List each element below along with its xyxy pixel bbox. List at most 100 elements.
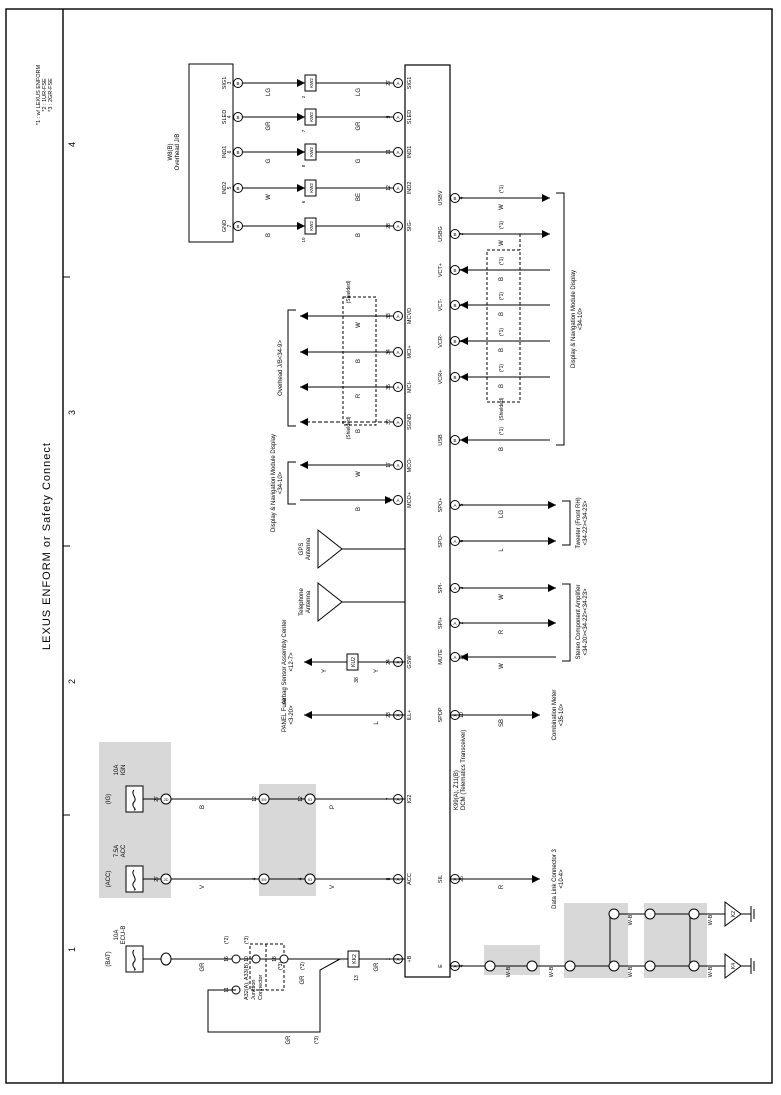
svg-text:V: V [330, 885, 336, 889]
overhead-jb-box [188, 63, 234, 243]
arrow-icon [460, 436, 468, 444]
pin-label: 38 [354, 677, 360, 683]
svg-text:27: 27 [154, 876, 160, 882]
svg-text:(IG): (IG) [106, 794, 112, 804]
wire-color: G [356, 158, 362, 163]
ground-icon [724, 953, 742, 979]
overhead-jb-code: W8(B) [168, 144, 174, 161]
panel-fuse-ref: PANEL Fuse [282, 697, 288, 732]
pin-conn-letter: A [396, 81, 399, 86]
wire-color: BE [356, 193, 362, 201]
wire-color: W [499, 204, 505, 210]
svg-text:P: P [330, 805, 336, 809]
arrow-icon [297, 222, 305, 230]
arrow-icon [300, 312, 308, 320]
pin-conn-letter: B [236, 115, 239, 120]
svg-text:K4: K4 [731, 963, 737, 969]
pin-conn-letter: A [396, 314, 399, 319]
gps-antenna-label: Antenna [306, 537, 312, 560]
overhead-jb-name: Overhead J/B [175, 134, 181, 171]
shield-box [342, 296, 377, 426]
note-1: *1 : w/ LEXUS ENFORM [36, 64, 42, 125]
dcm-name: DCM (Telematics Transceiver) [461, 730, 467, 810]
pin-conn-letter: A [396, 186, 399, 191]
pin-name: SIL [438, 875, 444, 883]
svg-text:GR: GR [374, 962, 380, 972]
fuse-acc: (ACC) 7.5A ACC [106, 844, 144, 893]
wire-color: GR [356, 121, 362, 131]
wire-color: R [499, 629, 505, 634]
svg-text:W-B: W-B [628, 914, 634, 925]
svg-text:(*3): (*3) [314, 1036, 320, 1044]
pin-number: 4 [227, 115, 233, 118]
arrow-icon [304, 711, 312, 719]
pin-name: SGND [407, 414, 413, 430]
svg-text:B: B [200, 805, 206, 809]
wire-color: W [266, 194, 272, 200]
svg-text:(*2): (*2) [224, 936, 230, 944]
svg-text:2C: 2C [163, 877, 168, 882]
svg-text:10A: 10A [114, 765, 120, 776]
dcm-left-pin [393, 221, 403, 231]
pin-name: IG2 [407, 795, 413, 804]
splice-pin: 10 [301, 237, 306, 243]
svg-text:18: 18 [272, 956, 278, 962]
pin-conn-letter: B [236, 224, 239, 229]
pin-conn-letter: B [236, 186, 239, 191]
arrow-icon [460, 337, 468, 345]
section-number: 2 [67, 679, 77, 684]
wire-color: W [499, 240, 505, 246]
svg-text:ACC: ACC [121, 844, 127, 857]
dcm-right-pin [450, 536, 460, 546]
svg-text:<10-4>: <10-4> [559, 869, 565, 889]
svg-text:10: 10 [244, 956, 250, 962]
dcm-left-pin [393, 183, 403, 193]
fuse-icon [132, 869, 136, 891]
wire-color: G [266, 158, 272, 163]
pin-conn-letter: A [396, 498, 399, 503]
note-ref: (*1) [499, 328, 505, 336]
svg-text:(BAT): (BAT) [106, 951, 112, 966]
wire-color: B [499, 312, 505, 316]
pin-conn-letter: A [396, 350, 399, 355]
svg-text:GR: GR [200, 962, 206, 972]
dcm-left-pin [393, 112, 403, 122]
svg-text:KK2: KK2 [352, 954, 358, 964]
svg-text:Connector: Connector [258, 974, 264, 1000]
svg-text:IGN: IGN [121, 765, 127, 776]
tweeter-ref: <34-22><34-23> [583, 500, 589, 545]
shield-box [486, 249, 521, 403]
pin-name: MCO+ [407, 492, 413, 508]
wire-color: R [356, 393, 362, 398]
bracket [287, 461, 296, 505]
dcm-code: K99(A), Z11(B) [454, 770, 460, 810]
fuse-icon [132, 949, 136, 971]
arrow-icon [548, 537, 556, 545]
dcm-left-pin [393, 347, 403, 357]
dcm-right-pin [450, 652, 460, 662]
wire-color: B [499, 277, 505, 281]
arrow-icon [297, 113, 305, 121]
svg-text:W-B: W-B [549, 966, 555, 977]
svg-text:R: R [499, 884, 505, 889]
pin-name: SIG- [407, 220, 413, 231]
arrow-icon [532, 711, 540, 719]
wire-color: GR [266, 121, 272, 131]
svg-text:W-B: W-B [708, 914, 714, 925]
pin-conn-letter: A [396, 115, 399, 120]
dcm-right-pin [450, 372, 460, 382]
pin-name: SPDP [438, 707, 444, 722]
dcm-right-pin [450, 265, 460, 275]
shield-label: (Shielded) [499, 397, 505, 420]
svg-text:A32(A), A33(B): A32(A), A33(B) [244, 963, 250, 1000]
wire-color: W [499, 594, 505, 600]
bracket [562, 583, 571, 662]
svg-text:E9: E9 [262, 877, 268, 882]
dcm-right-pin [450, 583, 460, 593]
pin-conn-letter: B [453, 232, 456, 237]
splice-box [304, 74, 317, 92]
section-number: 4 [67, 142, 77, 147]
pin-name: IND1 [407, 146, 413, 159]
svg-text:Combination Meter: Combination Meter [552, 690, 558, 741]
overhead-jb-ref: Overhead J/B<34-9> [278, 340, 284, 396]
